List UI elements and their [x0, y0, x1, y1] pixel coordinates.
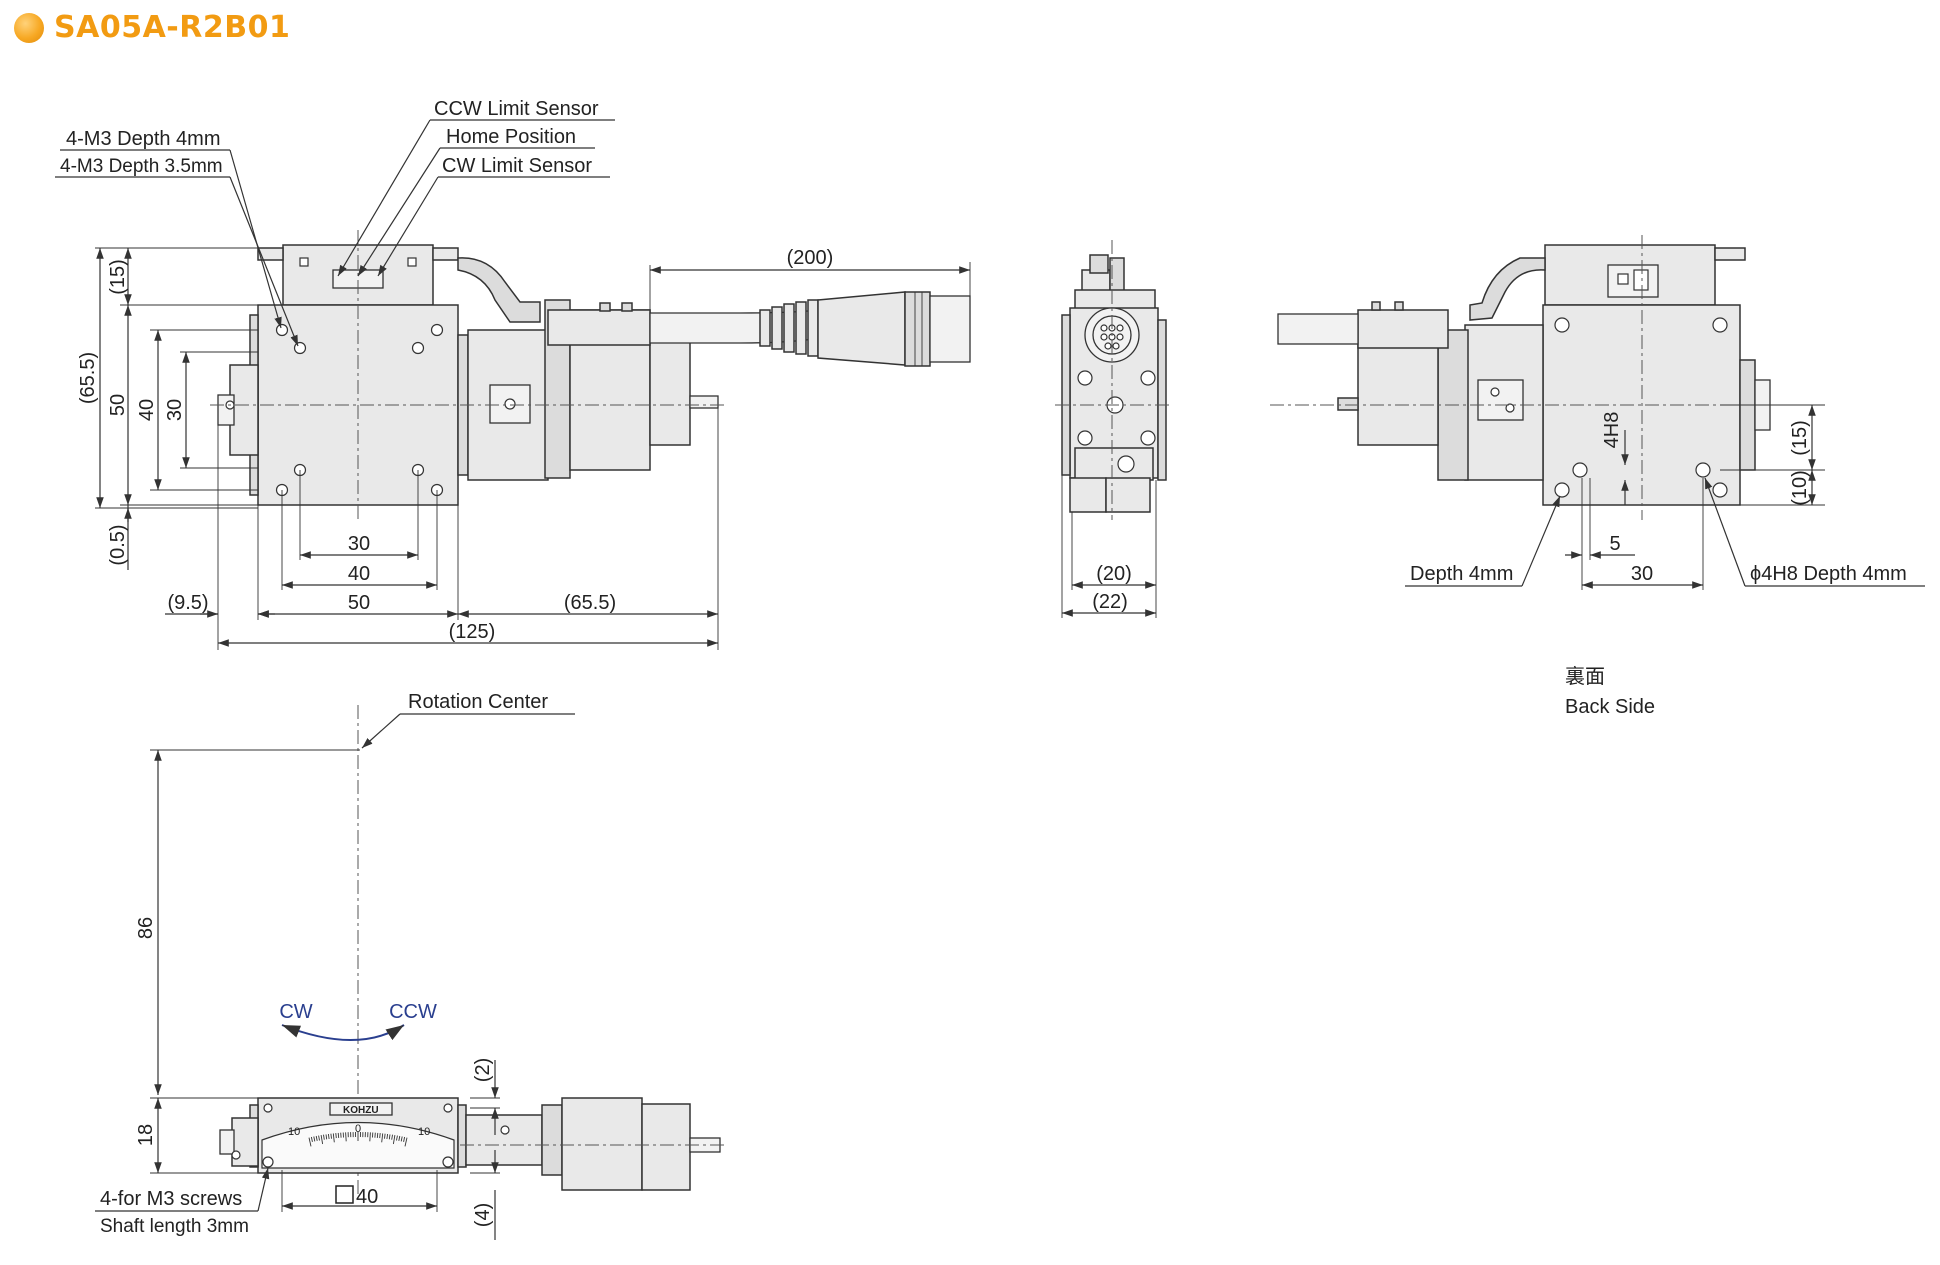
side-view: (20) (22) [1055, 240, 1170, 618]
scale-tick [376, 1132, 379, 1138]
top-view-callouts: 4-M3 Depth 4mm 4-M3 Depth 3.5mm CCW Limi… [55, 98, 615, 347]
dim-square-40: 40 [356, 1186, 378, 1208]
dim-table-height: 18 [135, 1124, 157, 1146]
scale-tick [345, 1132, 347, 1142]
back-side-label-jp: 裏面 [1565, 664, 1605, 688]
callout-ccw-limit-sensor: CCW Limit Sensor [434, 98, 599, 120]
callout-m3-depth-4: 4-M3 Depth 4mm [66, 128, 221, 150]
dim-hole-width-40: 40 [348, 563, 370, 585]
rotation-cw-label: CW [279, 1001, 312, 1023]
scale-tick [391, 1134, 393, 1140]
back-view [1270, 235, 1805, 520]
scale-label-center: 0 [355, 1123, 361, 1135]
scale-tick [398, 1135, 401, 1141]
scale-tick [332, 1133, 335, 1143]
scale-tick [320, 1135, 324, 1145]
scale-tick [327, 1133, 330, 1140]
callout-m3-depth-3-5: 4-M3 Depth 3.5mm [60, 156, 223, 177]
scale-tick [384, 1133, 386, 1139]
dim-gap-4: (4) [472, 1203, 494, 1227]
cable-strain-relief [759, 299, 819, 357]
dim-rotation-height: 86 [135, 917, 157, 939]
scale-tick [337, 1132, 340, 1138]
front-view: 86 Rotation Center CW CCW 10 0 10 KOHZU [95, 691, 725, 1240]
callout-shaft-length: Shaft length 3mm [100, 1216, 249, 1237]
scale-tick [381, 1133, 384, 1143]
callout-cw-limit-sensor: CW Limit Sensor [442, 155, 592, 177]
scale-tick [392, 1135, 396, 1145]
dim-overall-length: (125) [449, 621, 496, 643]
page-title: SA05A-R2B01 [54, 10, 291, 45]
rotation-arrow [281, 1024, 405, 1041]
back-view-dimensions: (15) (10) 5 30 4H8 Depth 4mm ϕ4H8 Depth … [1405, 404, 1925, 718]
scale-tick [404, 1137, 408, 1147]
callout-home-position: Home Position [446, 126, 576, 148]
dim-hole-pitch-30: 30 [164, 399, 186, 421]
square-symbol [335, 1185, 354, 1204]
scale-tick [396, 1135, 398, 1141]
page-header: SA05A-R2B01 [14, 10, 290, 45]
angle-scale [261, 1121, 455, 1169]
dim-hole-pitch-40: 40 [136, 399, 158, 421]
scale-tick [318, 1135, 320, 1141]
scale-tick [335, 1133, 337, 1139]
scale-tick [386, 1133, 389, 1140]
dim-total-height: (65.5) [77, 352, 99, 404]
dim-back-4h8: 4H8 [1601, 412, 1623, 449]
dim-back-10: (10) [1789, 470, 1811, 506]
dim-back-30: 30 [1631, 563, 1653, 585]
top-view-dimensions: (200) (65.5) (15) 50 40 30 (0.5) [77, 247, 971, 650]
scale-tick [310, 1136, 313, 1142]
back-side-label: Back Side [1565, 696, 1655, 718]
rotation-ccw-label: CCW [389, 1001, 437, 1023]
callout-rotation-center: Rotation Center [408, 691, 548, 713]
dim-body-width-50: 50 [348, 592, 370, 614]
dim-side-width-20: (20) [1096, 563, 1132, 585]
scale-tick [388, 1134, 391, 1140]
scale-tick [330, 1133, 332, 1139]
scale-tick [325, 1134, 328, 1140]
dim-cable-length: (200) [787, 247, 834, 269]
scale-tick [315, 1135, 318, 1141]
dim-gap-2: (2) [472, 1058, 494, 1082]
top-view [210, 230, 971, 520]
dim-hole-width-30: 30 [348, 533, 370, 555]
callout-back-depth: Depth 4mm [1410, 563, 1513, 585]
dim-knob-offset: (9.5) [167, 592, 208, 614]
scale-tick [400, 1136, 403, 1142]
dim-back-5: 5 [1609, 533, 1620, 555]
scale-ticks [308, 1131, 408, 1147]
dim-motor-length: (65.5) [564, 592, 616, 614]
dim-top-plate-height: (15) [107, 259, 129, 295]
orange-circle-icon [14, 12, 44, 43]
scale-tick [323, 1134, 325, 1140]
back-mounting-holes [1554, 317, 1728, 498]
callout-back-phi: ϕ4H8 Depth 4mm [1750, 563, 1907, 585]
scale-tick [308, 1137, 312, 1147]
scale-label-right: 10 [418, 1126, 430, 1138]
scale-tick [369, 1132, 371, 1142]
dim-side-width-22: (22) [1092, 591, 1128, 613]
brand-logo: KOHZU [343, 1105, 379, 1116]
scale-tick [313, 1136, 316, 1142]
dim-back-15: (15) [1789, 420, 1811, 456]
dim-body-height-50: 50 [107, 394, 129, 416]
dim-gap-0-5: (0.5) [107, 524, 129, 565]
scale-label-left: 10 [288, 1126, 300, 1138]
callout-m3-screws: 4-for M3 screws [100, 1188, 242, 1210]
scale-tick [379, 1133, 381, 1139]
scale-tick [403, 1136, 406, 1142]
